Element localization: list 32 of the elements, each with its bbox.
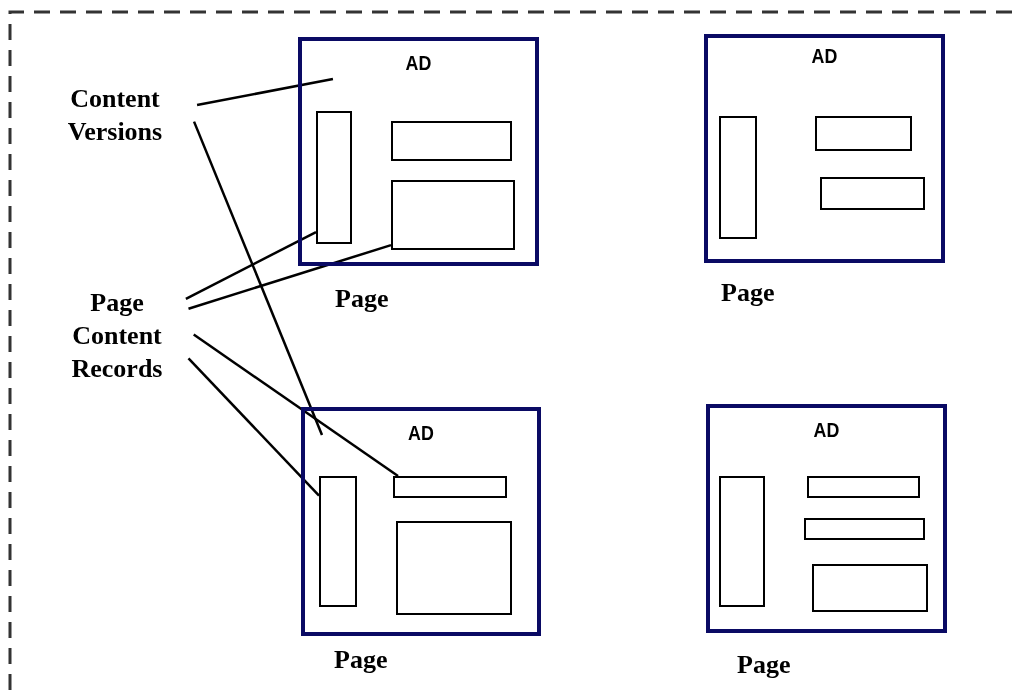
content-box xyxy=(719,116,757,239)
content-box xyxy=(719,476,765,607)
content-box xyxy=(393,476,507,498)
page-caption: Page xyxy=(335,284,389,314)
page-frame xyxy=(298,37,539,266)
leader-line xyxy=(193,333,399,478)
content-box xyxy=(820,177,925,210)
page-caption: Page xyxy=(721,278,775,308)
page-frame xyxy=(706,404,947,633)
page-frame xyxy=(704,34,945,263)
leader-line xyxy=(188,243,392,310)
ad-heading: AD xyxy=(404,51,433,75)
content-box xyxy=(396,521,512,615)
callout-label: Page Content Records xyxy=(52,286,182,385)
content-box xyxy=(316,111,352,244)
ad-heading: AD xyxy=(812,418,841,442)
leader-line xyxy=(196,77,334,107)
callout-label: Content Versions xyxy=(40,82,190,148)
leader-line xyxy=(192,121,324,436)
content-box xyxy=(804,518,925,540)
ad-heading: AD xyxy=(407,421,435,445)
page-frame xyxy=(301,407,541,636)
leader-line xyxy=(185,230,317,300)
page-caption: Page xyxy=(737,650,791,680)
content-box xyxy=(807,476,920,498)
content-box xyxy=(391,121,512,161)
ad-heading: AD xyxy=(810,44,839,68)
content-box xyxy=(815,116,912,151)
content-box xyxy=(391,180,515,250)
content-box xyxy=(812,564,928,612)
content-box xyxy=(319,476,357,607)
page-caption: Page xyxy=(334,645,388,675)
